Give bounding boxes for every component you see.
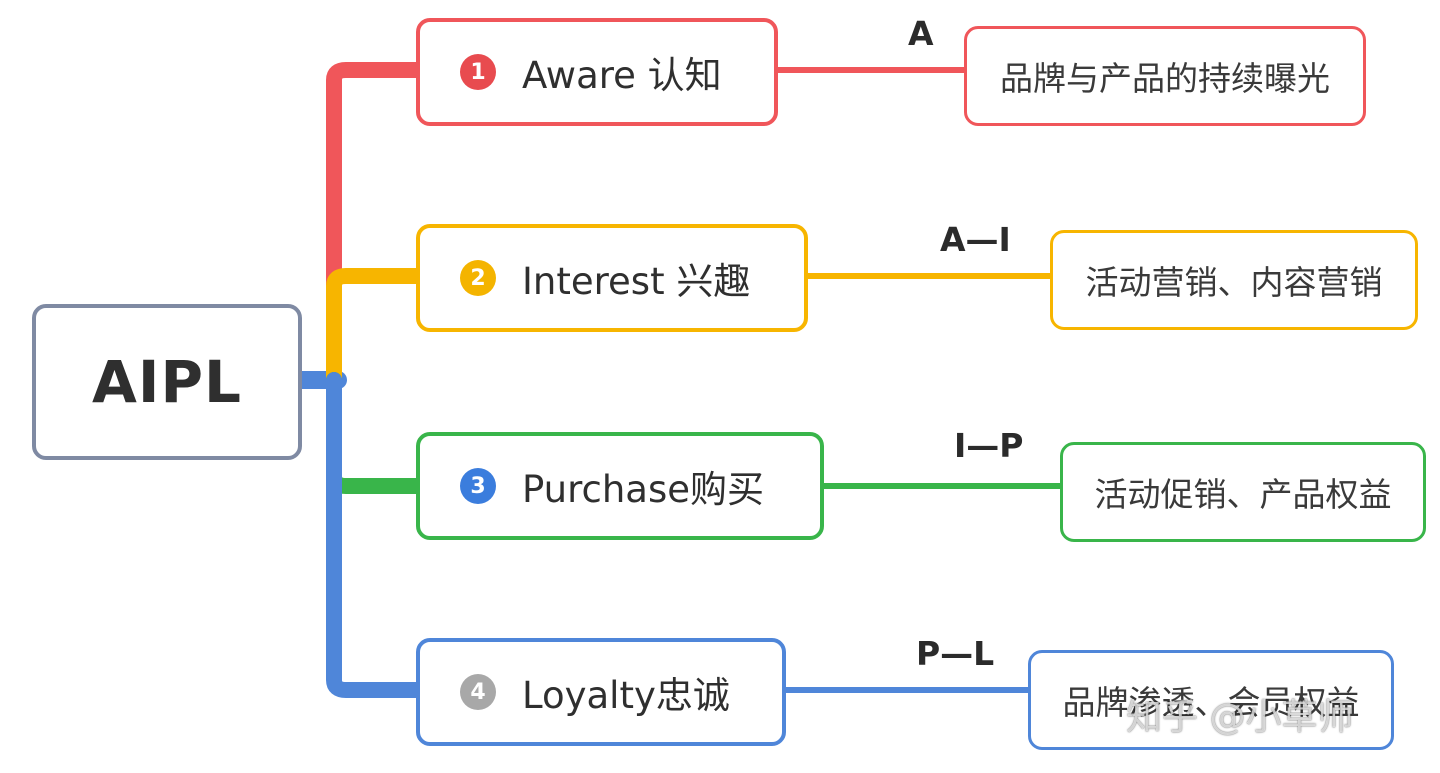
description-node-purchase: 活动促销、产品权益 — [1060, 442, 1426, 542]
stage-number-badge: 4 — [460, 674, 496, 710]
stage-number-badge: 3 — [460, 468, 496, 504]
root-label: AIPL — [92, 348, 242, 416]
stage-label: Interest 兴趣 — [522, 260, 751, 303]
trunk-red — [326, 62, 424, 376]
description-node-interest: 活动营销、内容营销 — [1050, 230, 1418, 330]
description-text: 品牌渗透、会员权益 — [1062, 683, 1360, 722]
stage-node-aware: 1 Aware 认知 — [416, 18, 778, 126]
transition-label-i-p: I—P — [954, 426, 1024, 465]
description-node-aware: 品牌与产品的持续曝光 — [964, 26, 1366, 126]
description-text: 活动营销、内容营销 — [1085, 263, 1383, 302]
transition-label-a: A — [908, 14, 934, 53]
watermark-text: 知乎 @小草师 — [1126, 697, 1354, 738]
transition-label-p-l: P—L — [916, 634, 995, 673]
stage-node-purchase: 3 Purchase购买 — [416, 432, 824, 540]
stage-label: Aware 认知 — [522, 54, 722, 97]
stage-node-interest: 2 Interest 兴趣 — [416, 224, 808, 332]
stage-label: Purchase购买 — [522, 468, 765, 511]
description-node-loyalty: 品牌渗透、会员权益 — [1028, 650, 1394, 750]
description-text: 品牌与产品的持续曝光 — [1000, 59, 1330, 98]
root-node: AIPL — [32, 304, 302, 460]
stage-number-badge: 2 — [460, 260, 496, 296]
stage-node-loyalty: 4 Loyalty忠诚 — [416, 638, 786, 746]
transition-label-a-i: A—I — [940, 220, 1011, 259]
trunk-orange — [326, 268, 424, 386]
description-text: 活动促销、产品权益 — [1094, 475, 1392, 514]
stage-label: Loyalty忠诚 — [522, 674, 730, 717]
trunk-blue — [326, 372, 424, 698]
trunk-green — [326, 372, 424, 494]
stage-number-badge: 1 — [460, 54, 496, 90]
